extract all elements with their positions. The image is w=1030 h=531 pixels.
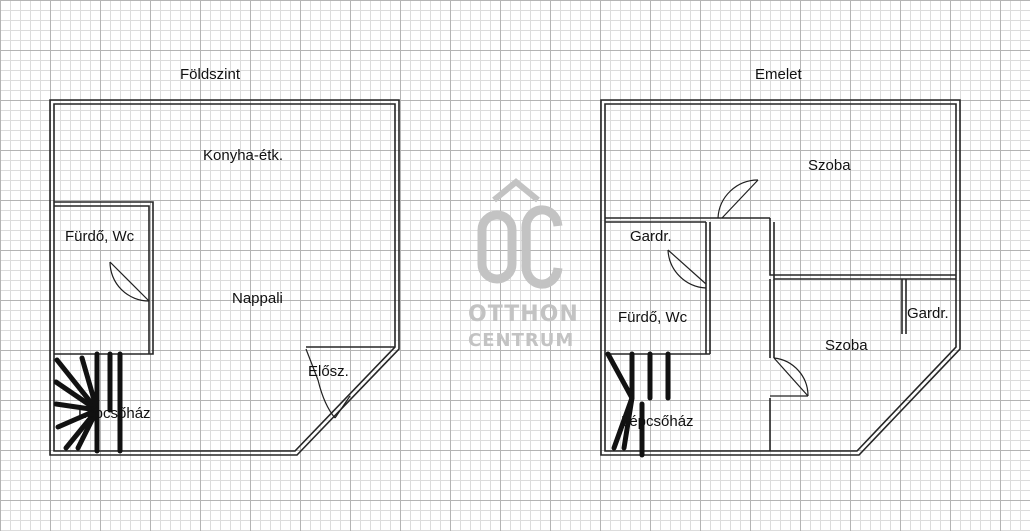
ground-bath-wall: [54, 201, 154, 355]
upper-top-door-leaf: [721, 179, 759, 219]
room-label-upper-room-bottom: Szoba: [825, 337, 868, 354]
ground-hall-door-leaf-2: [334, 395, 351, 419]
room-label-upper-room-top: Szoba: [808, 157, 851, 174]
room-label-upper-wardrobe-right: Gardr.: [907, 305, 949, 322]
upper-wardrobe-door-swing: [667, 249, 707, 289]
ground-outer-wall-outer: [49, 99, 400, 456]
room-label-kitchen: Konyha-étk.: [203, 147, 284, 164]
room-label-ground-stairs: Lépcsőház: [78, 405, 151, 422]
otthon-centrum-watermark: OTTHON CENTRUM: [468, 178, 579, 358]
upper-floor-plan: [600, 99, 961, 458]
upper-room-wall-right: [769, 218, 956, 276]
ground-hall-door-swing: [317, 379, 336, 419]
room-label-upper-wardrobe-left: Gardr.: [630, 228, 672, 245]
ground-floor-title: Földszint: [180, 66, 241, 83]
oc-logo-icon: [477, 178, 563, 289]
ground-bath-door-leaf: [109, 261, 150, 302]
ground-bath-wall-inner: [54, 205, 150, 354]
ground-staircase: [53, 351, 123, 454]
room-label-upper-stairs: Lépcsőház: [621, 413, 694, 430]
room-label-ground-bath: Fürdő, Wc: [65, 228, 135, 245]
upper-staircase: [605, 351, 671, 458]
upper-outer-wall-outer: [600, 99, 961, 456]
ground-hall-door-leaf: [305, 348, 319, 381]
watermark-line-1: OTTHON: [468, 302, 579, 327]
room-label-hall: Elősz.: [308, 363, 349, 380]
upper-wardrobe-door-leaf: [667, 249, 707, 285]
ground-outer-wall-inner: [53, 103, 396, 452]
upper-top-door-swing: [717, 179, 759, 219]
ground-bath-door-swing: [109, 261, 150, 302]
upper-room-wall-right-2: [773, 222, 956, 280]
room-label-living: Nappali: [232, 290, 283, 307]
upper-room-door-swing: [773, 357, 809, 397]
watermark-line-2: CENTRUM: [468, 330, 575, 351]
upper-outer-wall-inner: [604, 103, 957, 452]
room-label-upper-bath: Fürdő, Wc: [618, 309, 688, 326]
upper-room-door-leaf: [773, 357, 809, 397]
ground-floor-plan: [49, 99, 400, 456]
upper-floor-title: Emelet: [755, 66, 802, 83]
